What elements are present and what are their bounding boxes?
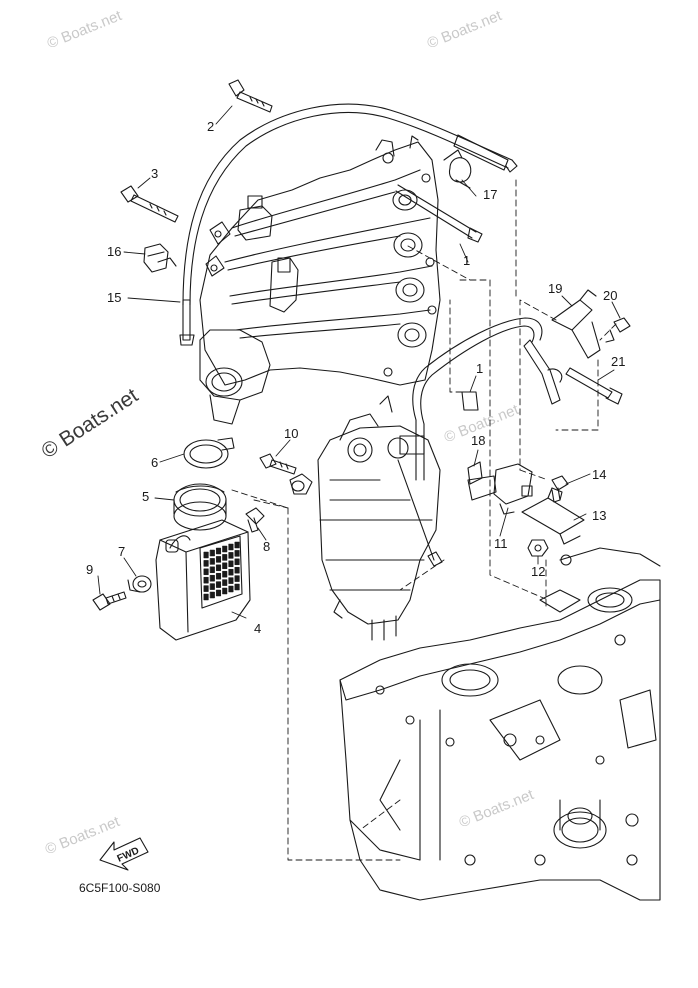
grille-slot xyxy=(228,560,234,568)
bolt-3 xyxy=(120,185,179,223)
grille-slot xyxy=(216,581,222,588)
intake-manifold xyxy=(199,135,441,425)
callout-21[interactable]: 21 xyxy=(611,354,626,369)
clamp-16 xyxy=(143,243,177,273)
grille-slot xyxy=(234,550,240,557)
callout-17[interactable]: 17 xyxy=(483,187,498,202)
grille-slot xyxy=(209,583,215,590)
hose-1-lower xyxy=(461,391,479,411)
bolt-14 xyxy=(551,475,569,503)
intake-joint-5 xyxy=(173,483,227,531)
callout-3[interactable]: 3 xyxy=(151,166,159,181)
callout-13[interactable]: 13 xyxy=(592,508,607,523)
callout-7[interactable]: 7 xyxy=(118,544,126,559)
callout-12[interactable]: 12 xyxy=(531,564,546,579)
bolt-20 xyxy=(605,317,631,343)
cylinder-block xyxy=(339,547,661,901)
grille-slot xyxy=(209,566,215,574)
grille-slot xyxy=(216,547,222,555)
callout-19[interactable]: 19 xyxy=(548,281,563,296)
grille-slot xyxy=(216,564,222,572)
fwd-arrow-icon: FWD xyxy=(99,837,149,871)
callout-16[interactable]: 16 xyxy=(107,244,122,259)
grille-slot xyxy=(222,570,228,578)
grille-slot xyxy=(203,593,209,601)
grille-slot xyxy=(216,556,222,563)
leader-lines xyxy=(97,105,621,619)
grille-slot xyxy=(203,560,209,567)
callout-18[interactable]: 18 xyxy=(471,433,486,448)
vapor-separator xyxy=(317,395,441,641)
bolt-9 xyxy=(92,591,127,611)
grille-slot xyxy=(228,568,234,576)
grille-slot xyxy=(222,554,228,561)
callout-1-upper[interactable]: 1 xyxy=(463,253,471,268)
callout-5[interactable]: 5 xyxy=(142,489,150,504)
grille-slot xyxy=(203,576,209,584)
intake-silencer-4 xyxy=(155,519,251,641)
diagram-code: 6C5F100-S080 xyxy=(79,881,161,895)
callout-6[interactable]: 6 xyxy=(151,455,159,470)
callout-9[interactable]: 9 xyxy=(86,562,94,577)
grille-slot xyxy=(203,568,209,576)
nut-12 xyxy=(527,539,549,557)
grille-slot xyxy=(222,587,228,595)
callout-10[interactable]: 10 xyxy=(284,426,299,441)
screw-near-separator xyxy=(427,551,443,567)
grille-slot xyxy=(228,577,234,584)
hose-to-fitting xyxy=(412,317,563,481)
callout-4[interactable]: 4 xyxy=(254,621,262,636)
callout-2[interactable]: 2 xyxy=(207,119,215,134)
grille-slot xyxy=(209,574,215,582)
grille-slot xyxy=(228,543,234,551)
grille-slot xyxy=(222,579,228,586)
clamp-19 xyxy=(551,289,601,359)
callout-20[interactable]: 20 xyxy=(603,288,618,303)
grille-slot xyxy=(222,562,228,570)
grommet-7 xyxy=(127,575,152,593)
tie-21 xyxy=(565,367,623,405)
grille-slot xyxy=(209,558,215,565)
grille-slot xyxy=(228,552,234,559)
callout-1-lower[interactable]: 1 xyxy=(476,361,484,376)
grille-slot xyxy=(234,541,240,549)
callout-11[interactable]: 11 xyxy=(494,536,508,551)
clamp-6 xyxy=(183,437,235,469)
grille-slot xyxy=(216,572,222,580)
grille-slot xyxy=(228,585,234,593)
grille-slot xyxy=(234,558,240,566)
grille-slot xyxy=(216,589,222,597)
grille-slot xyxy=(234,566,240,574)
assembly-lines xyxy=(231,179,617,861)
callout-14[interactable]: 14 xyxy=(592,467,607,482)
silencer-grille xyxy=(203,541,240,601)
grille-slot xyxy=(209,549,215,557)
bolt-10 xyxy=(259,453,297,475)
grille-slot xyxy=(209,591,215,599)
bolt-8 xyxy=(245,507,265,533)
hose-18 xyxy=(467,461,483,485)
grille-slot xyxy=(222,545,228,553)
grille-slot xyxy=(203,585,209,592)
bolt-2 xyxy=(228,79,273,113)
bracket-13 xyxy=(521,487,585,545)
vacuum-switch-11 xyxy=(467,463,533,515)
grille-slot xyxy=(234,583,240,591)
grille-slot xyxy=(203,551,209,559)
grille-slot xyxy=(234,575,240,582)
hose-1-upper xyxy=(395,184,483,243)
callout-15[interactable]: 15 xyxy=(107,290,122,305)
hose-2 xyxy=(179,103,518,346)
clamp-17 xyxy=(443,149,472,189)
callout-8[interactable]: 8 xyxy=(263,539,271,554)
grommet-near-10 xyxy=(289,473,313,495)
